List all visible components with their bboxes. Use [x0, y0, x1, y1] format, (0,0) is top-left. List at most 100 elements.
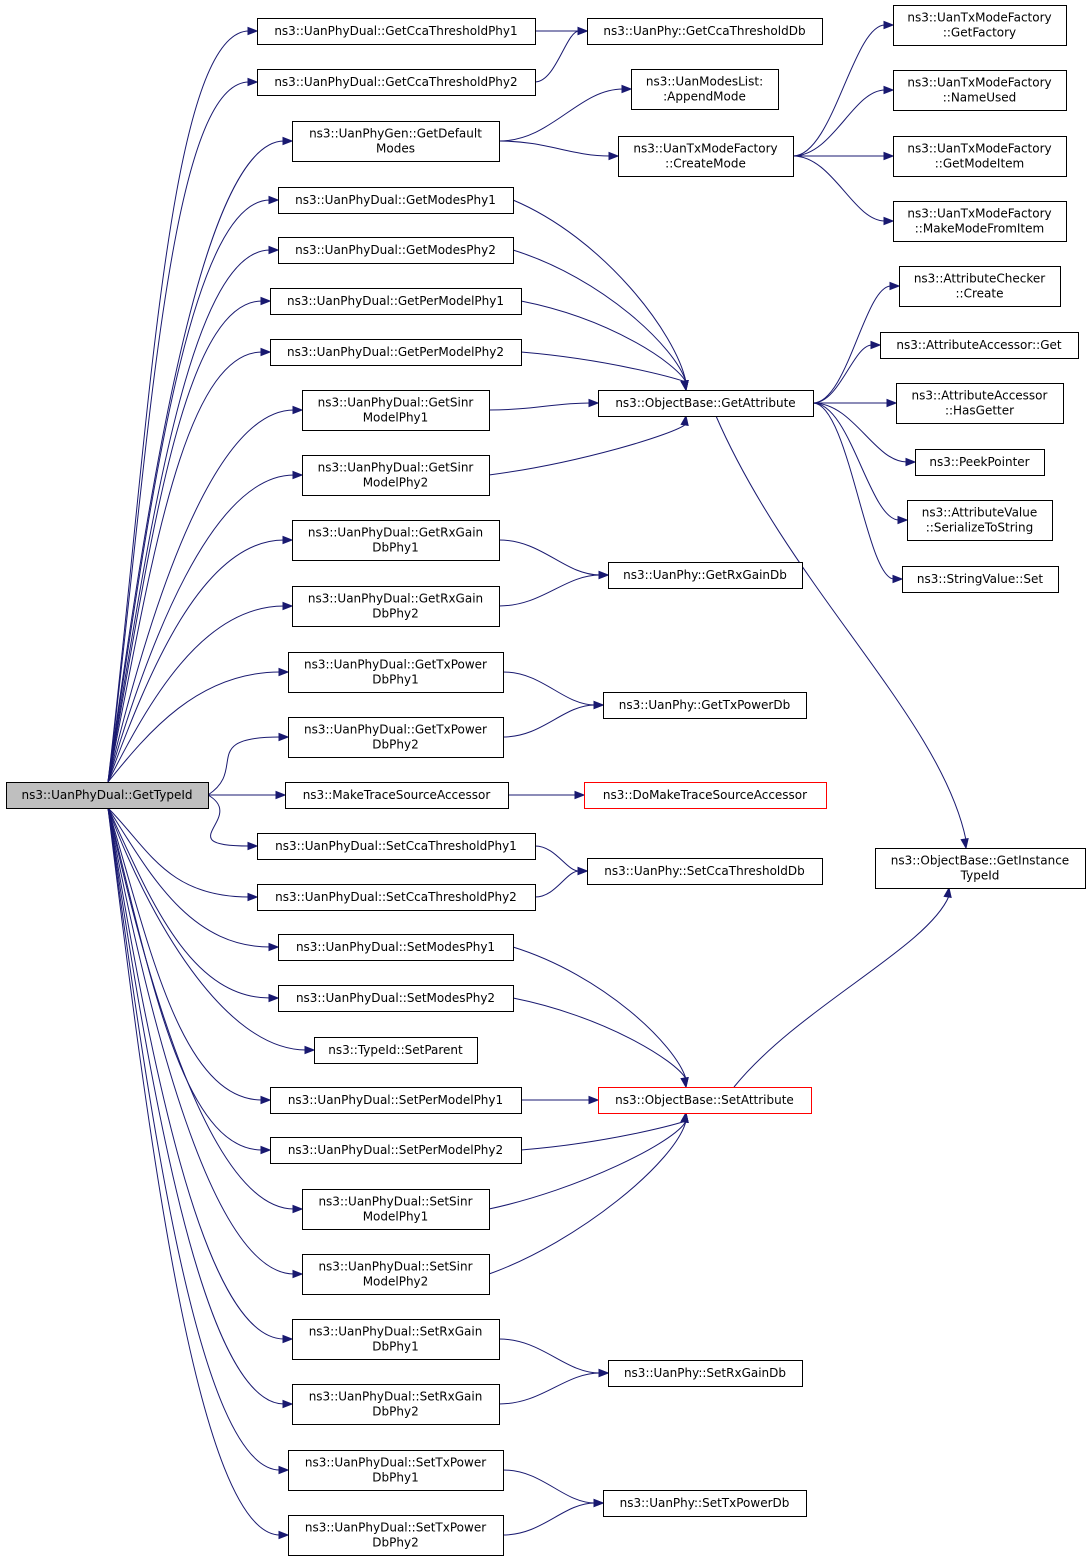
- edge-root-gtp1: [107, 671, 281, 783]
- node-nu[interactable]: ns3::UanTxModeFactory::NameUsed: [893, 70, 1067, 111]
- node-box: [292, 1384, 500, 1425]
- node-mmfi[interactable]: ns3::UanTxModeFactory::MakeModeFromItem: [893, 201, 1067, 242]
- node-box: [292, 586, 500, 627]
- edge-root-stp2: [107, 807, 281, 1536]
- node-label: ::NameUsed: [943, 91, 1017, 105]
- arrowhead: [598, 1368, 610, 1378]
- node-usrg[interactable]: ns3::UanPhy::SetRxGainDb: [608, 1360, 803, 1387]
- node-mtsa[interactable]: ns3::MakeTraceSourceAccessor: [285, 782, 509, 809]
- node-label: DbPhy1: [372, 541, 418, 555]
- node-spm1[interactable]: ns3::UanPhyDual::SetPerModelPhy1: [270, 1087, 522, 1114]
- node-smp2[interactable]: ns3::UanPhyDual::SetModesPhy2: [278, 985, 514, 1012]
- node-cm[interactable]: ns3::UanTxModeFactory::CreateMode: [618, 136, 794, 177]
- arrowhead: [268, 993, 280, 1003]
- node-svs[interactable]: ns3::StringValue::Set: [902, 566, 1059, 593]
- node-avs[interactable]: ns3::AttributeValue::SerializeToString: [907, 500, 1053, 541]
- node-obga[interactable]: ns3::ObjectBase::GetAttribute: [598, 390, 814, 417]
- arrowhead: [275, 790, 287, 800]
- node-label: ns3::UanPhyDual::GetSinr: [318, 396, 474, 410]
- edge-cm-mmfi: [792, 155, 886, 222]
- node-root[interactable]: ns3::UanPhyDual::GetTypeId: [6, 782, 209, 809]
- node-gcc2[interactable]: ns3::UanPhyDual::GetCcaThresholdPhy2: [257, 69, 536, 96]
- node-label: ns3::UanPhyDual::SetCcaThresholdPhy2: [275, 890, 517, 904]
- node-tsp[interactable]: ns3::TypeId::SetParent: [314, 1037, 478, 1064]
- node-gf[interactable]: ns3::UanTxModeFactory::GetFactory: [893, 5, 1067, 46]
- edge-gdm-cm: [498, 140, 611, 157]
- node-aahg[interactable]: ns3::AttributeAccessor::HasGetter: [896, 383, 1064, 424]
- node-ual[interactable]: ns3::UanModesList::AppendMode: [631, 69, 779, 110]
- edge-ssm2-obsa: [488, 1120, 687, 1275]
- node-gcc1[interactable]: ns3::UanPhyDual::GetCcaThresholdPhy1: [257, 18, 536, 45]
- node-scc1[interactable]: ns3::UanPhyDual::SetCcaThresholdPhy1: [257, 833, 536, 860]
- node-gmi[interactable]: ns3::UanTxModeFactory::GetModeItem: [893, 136, 1067, 177]
- node-box: [288, 1450, 504, 1491]
- node-label: ns3::UanTxModeFactory: [633, 142, 777, 156]
- arrowhead: [886, 398, 898, 408]
- edge-gtp1-utp: [502, 671, 596, 706]
- node-dmtsa[interactable]: ns3::DoMakeTraceSourceAccessor: [584, 782, 827, 809]
- node-box: [6, 782, 209, 809]
- node-pp[interactable]: ns3::PeekPointer: [915, 449, 1045, 476]
- node-label: ns3::UanPhyDual::GetPerModelPhy1: [287, 294, 504, 308]
- node-spm2[interactable]: ns3::UanPhyDual::SetPerModelPhy2: [270, 1137, 522, 1164]
- node-aag[interactable]: ns3::AttributeAccessor::Get: [880, 332, 1079, 359]
- edge-root-spm2: [107, 807, 263, 1151]
- edge-root-smp1: [107, 807, 271, 948]
- node-gpm1[interactable]: ns3::UanPhyDual::GetPerModelPhy1: [270, 288, 522, 315]
- edge-root-spm1: [107, 807, 263, 1101]
- node-acc[interactable]: ns3::AttributeChecker::Create: [899, 266, 1061, 307]
- node-smp1[interactable]: ns3::UanPhyDual::SetModesPhy1: [278, 934, 514, 961]
- node-gmp2[interactable]: ns3::UanPhyDual::GetModesPhy2: [278, 237, 514, 264]
- edge-cm-gf: [792, 24, 886, 157]
- edge-root-gpm1: [107, 300, 263, 783]
- edge-obga-acc: [812, 285, 892, 404]
- node-obsa[interactable]: ns3::ObjectBase::SetAttribute: [598, 1087, 812, 1114]
- node-box: [880, 332, 1079, 359]
- node-label: ModelPhy2: [363, 476, 429, 490]
- edge-root-gcc2: [107, 81, 250, 783]
- arrowhead: [883, 20, 895, 30]
- node-gpm2[interactable]: ns3::UanPhyDual::GetPerModelPhy2: [270, 339, 522, 366]
- node-box: [257, 884, 536, 911]
- arrowhead: [621, 84, 633, 94]
- node-ugcc[interactable]: ns3::UanPhy::GetCcaThresholdDb: [587, 18, 823, 45]
- node-label: ns3::UanPhy::SetCcaThresholdDb: [604, 864, 805, 878]
- node-gmp1[interactable]: ns3::UanPhyDual::GetModesPhy1: [278, 187, 514, 214]
- edge-root-grg2: [107, 605, 285, 783]
- arrowhead: [260, 1095, 272, 1105]
- node-label: ns3::AttributeAccessor: [912, 389, 1048, 403]
- node-box: [603, 692, 807, 719]
- node-utp[interactable]: ns3::UanPhy::GetTxPowerDb: [603, 692, 807, 719]
- arrowhead: [574, 790, 586, 800]
- edge-root-scc2: [107, 807, 250, 898]
- node-label: ns3::UanPhyDual::SetPerModelPhy2: [288, 1143, 503, 1157]
- arrowhead: [870, 340, 882, 350]
- node-label: ns3::UanPhyDual::SetSinr: [318, 1260, 472, 1274]
- node-urg[interactable]: ns3::UanPhy::GetRxGainDb: [608, 562, 803, 589]
- node-box: [893, 201, 1067, 242]
- node-scc2[interactable]: ns3::UanPhyDual::SetCcaThresholdPhy2: [257, 884, 536, 911]
- node-uscc[interactable]: ns3::UanPhy::SetCcaThresholdDb: [587, 858, 823, 885]
- edge-gsm1-obga: [488, 402, 591, 411]
- node-box: [278, 187, 514, 214]
- node-ustp[interactable]: ns3::UanPhy::SetTxPowerDb: [603, 1490, 807, 1517]
- edge-obga-pp: [812, 402, 908, 463]
- edge-obga-aag: [812, 344, 873, 404]
- node-label: :AppendMode: [663, 90, 746, 104]
- edge-gmp1-obga: [512, 199, 687, 383]
- edge-obga-svs: [812, 402, 895, 580]
